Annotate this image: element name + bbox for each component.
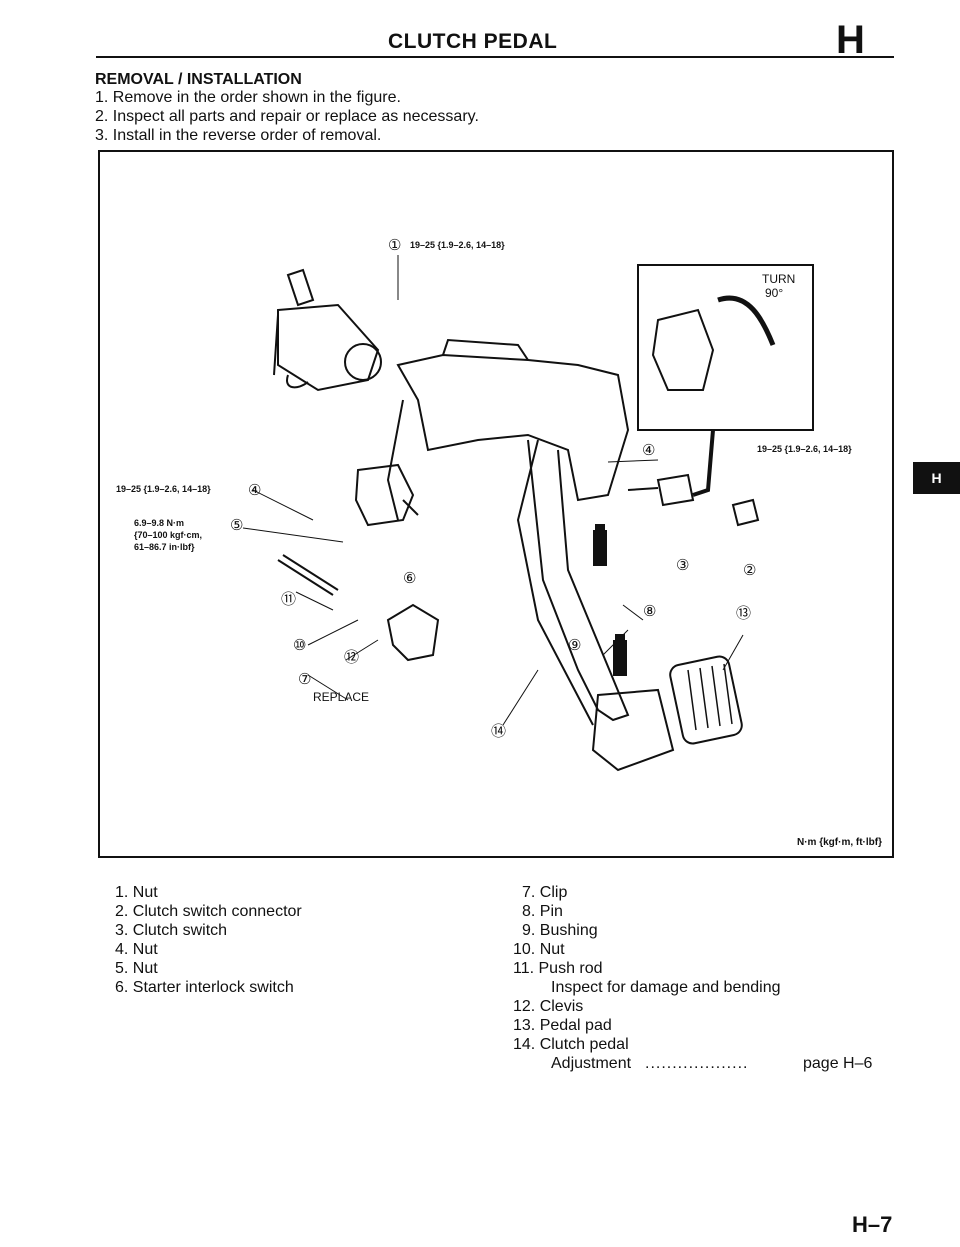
pedal-foot (591, 688, 675, 772)
callout-4-left: ④ (248, 482, 261, 499)
step-1: 1. Remove in the order shown in the figu… (95, 89, 401, 106)
replace-label: REPLACE (313, 690, 370, 704)
unit-note: N·m {kgf·m, ft·lbf} (797, 837, 882, 848)
section-letter: H (836, 18, 865, 62)
pedal-bracket (396, 353, 630, 502)
procedure-heading: REMOVAL / INSTALLATION (95, 71, 302, 88)
step-3: 3. Install in the reverse order of remov… (95, 127, 382, 144)
torque-spec-1: 19–25 {1.9–2.6, 14–18} (410, 240, 505, 250)
part-3: 3. Clutch switch (115, 922, 228, 939)
callout-13: ⑬ (736, 605, 751, 622)
part-14: 14. Clutch pedal (513, 1036, 629, 1053)
callout-7: ⑦ (298, 671, 311, 688)
callout-6: ⑥ (403, 570, 416, 587)
callout-3: ③ (676, 557, 689, 574)
master-cylinder (277, 303, 380, 392)
part-10: 10. Nut (513, 941, 565, 958)
part-8: 8. Pin (522, 903, 563, 920)
push-rod (277, 554, 339, 596)
part-4: 4. Nut (115, 941, 158, 958)
part-11: 11. Push rod (513, 960, 603, 977)
step-2: 2. Inspect all parts and repair or repla… (95, 108, 479, 125)
torque-spec-4-left: 19–25 {1.9–2.6, 14–18} (116, 484, 211, 494)
clutch-pedal-diagram: ① ② ③ ④ ④ ⑤ ⑥ ⑦ ⑧ ⑨ ⑩ ⑪ ⑫ ⑬ ⑭ (230, 237, 814, 772)
exploded-view-figure (98, 150, 894, 858)
callout-2: ② (743, 562, 756, 579)
callout-numbers: ① ② ③ ④ ④ ⑤ ⑥ ⑦ ⑧ ⑨ ⑩ ⑪ ⑫ ⑬ ⑭ (230, 237, 756, 740)
callout-9: ⑨ (568, 637, 581, 654)
torque-spec-4-right: 19–25 {1.9–2.6, 14–18} (757, 444, 852, 454)
turn-angle: 90° (765, 286, 784, 300)
header-rule (96, 56, 894, 58)
callout-8: ⑧ (643, 603, 656, 620)
callout-10: ⑩ (293, 637, 306, 654)
pedal-arm (527, 439, 630, 722)
page-title: CLUTCH PEDAL (388, 30, 558, 53)
inset-detail-box (637, 264, 814, 431)
clutch-switch-shape (656, 473, 695, 507)
torque-spec-5-line3: 61–86.7 in·lbf} (134, 542, 195, 552)
callout-5: ⑤ (230, 517, 243, 534)
push-rod-note: Inspect for damage and bending (551, 979, 781, 996)
callout-12: ⑫ (344, 649, 359, 666)
part-13: 13. Pedal pad (513, 1017, 612, 1034)
adjustment-label: Adjustment (551, 1055, 632, 1072)
pedal-pad-shape (669, 655, 743, 745)
torque-spec-5-line1: 6.9–9.8 N·m (134, 518, 185, 528)
callout-4-right: ④ (642, 442, 655, 459)
clevis-shape (386, 603, 440, 662)
callout-1: ① (388, 237, 401, 254)
adjustment-page-ref: page H–6 (803, 1055, 873, 1072)
part-7: 7. Clip (522, 884, 568, 901)
part-2: 2. Clutch switch connector (115, 903, 302, 920)
part-5: 5. Nut (115, 960, 158, 977)
section-tab: H (913, 462, 960, 494)
torque-spec-5-line2: {70–100 kgf·cm, (134, 530, 203, 540)
starter-interlock-switch (354, 463, 415, 527)
part-1: 1. Nut (115, 884, 158, 901)
part-9: 9. Bushing (522, 922, 598, 939)
turn-label: TURN (762, 272, 796, 286)
adjustment-dots: ................... (645, 1055, 749, 1072)
callout-11: ⑪ (281, 591, 296, 608)
callout-14: ⑭ (491, 723, 506, 740)
part-12: 12. Clevis (513, 998, 584, 1015)
page-number: H–7 (852, 1212, 893, 1237)
part-6: 6. Starter interlock switch (115, 979, 294, 996)
